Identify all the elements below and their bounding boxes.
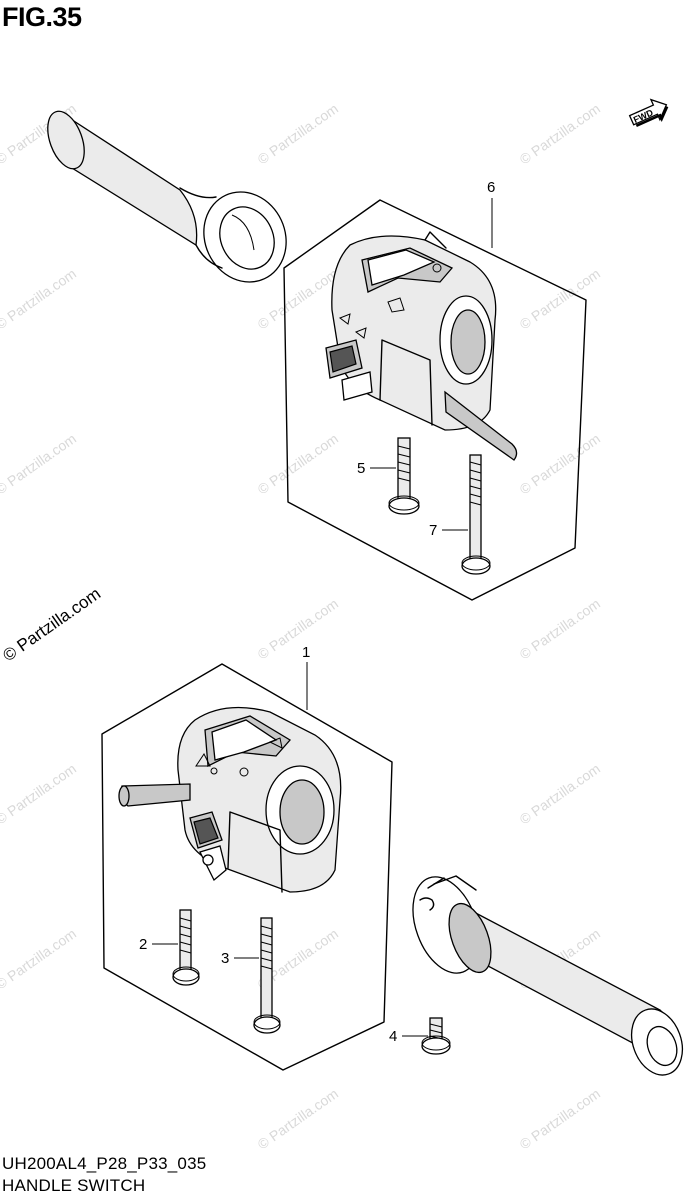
screw-4: [421, 1017, 451, 1055]
callout-7: 7: [429, 522, 437, 539]
screw-6: [388, 437, 420, 515]
callout-6: 5: [357, 460, 365, 477]
grip-right: [412, 875, 684, 1076]
watermark-main: © Partzilla.com: [0, 584, 104, 665]
fwd-arrow-icon: FWD: [628, 98, 669, 127]
watermark: © Partzilla.com: [517, 265, 603, 332]
watermark: © Partzilla.com: [0, 430, 79, 497]
watermark: © Partzilla.com: [517, 595, 603, 662]
figure-name: HANDLE SWITCH: [2, 1176, 146, 1195]
callout-1: 1: [302, 644, 310, 661]
watermark: © Partzilla.com: [517, 100, 603, 167]
handle-switch-left: [118, 706, 342, 893]
watermark: © Partzilla.com: [255, 595, 341, 662]
handle-switch-right: [325, 231, 518, 461]
figure-title: FIG.35: [2, 2, 82, 32]
figure-code: UH200AL4_P28_P33_035: [2, 1154, 207, 1173]
watermark: © Partzilla.com: [0, 265, 79, 332]
assembly-box-1: [101, 663, 393, 1071]
callout-3: 3: [221, 950, 229, 967]
watermark: © Partzilla.com: [0, 760, 79, 827]
watermark: © Partzilla.com: [0, 925, 79, 992]
callout-2: 2: [139, 936, 147, 953]
screw-2: [172, 909, 200, 986]
watermark: © Partzilla.com: [255, 100, 341, 167]
screw-3: [253, 917, 281, 1034]
grip-left: [47, 110, 287, 283]
screw-7: [461, 454, 491, 575]
watermark: © Partzilla.com: [517, 430, 603, 497]
watermark: © Partzilla.com: [517, 760, 603, 827]
callout-4: 4: [389, 1028, 397, 1045]
watermark: © Partzilla.com: [517, 1085, 603, 1152]
watermark: © Partzilla.com: [255, 430, 341, 497]
assembly-box-5: [283, 199, 587, 601]
callout-5: 6: [487, 179, 495, 196]
watermark: © Partzilla.com: [255, 1085, 341, 1152]
watermark-layer: © Partzilla.com © Partzilla.com © Partzi…: [0, 100, 603, 1152]
